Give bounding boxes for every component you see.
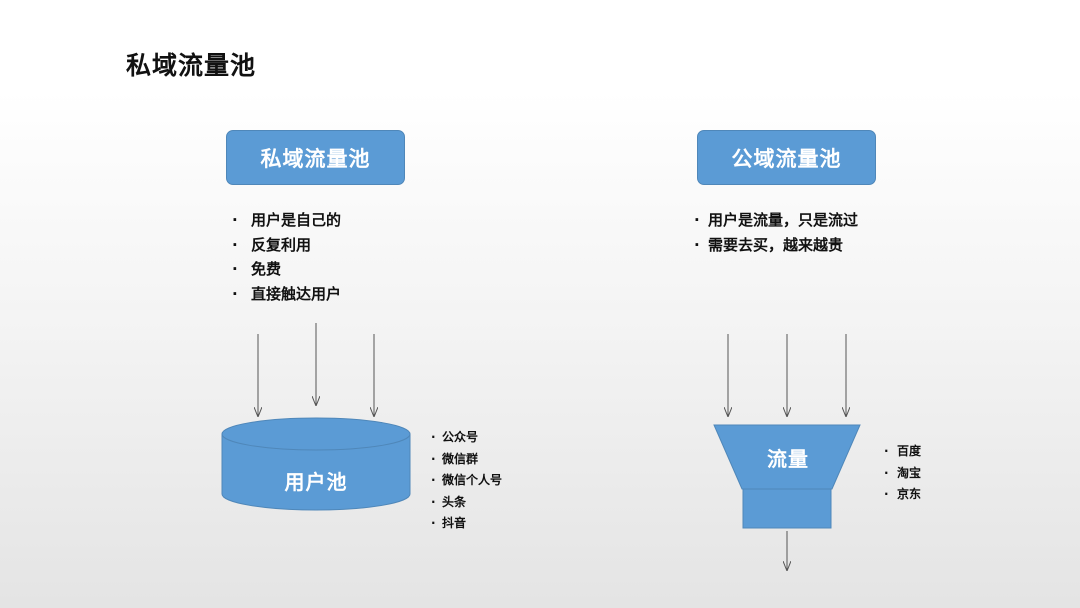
public-feature-item: 需要去买，越来越贵 (694, 233, 858, 258)
private-channel-item: 微信个人号 (431, 470, 502, 492)
private-channel-item: 抖音 (431, 513, 502, 535)
public-channel-list: 百度 淘宝 京东 (884, 441, 921, 506)
private-channel-item: 公众号 (431, 427, 502, 449)
public-domain-heading: 公域流量池 (697, 130, 876, 185)
slide-title: 私域流量池 (126, 51, 257, 80)
private-feature-list: 用户是自己的 反复利用 免费 直接触达用户 (232, 208, 341, 306)
private-channel-list: 公众号 微信群 微信个人号 头条 抖音 (431, 427, 502, 535)
user-pool-cylinder (221, 417, 411, 511)
private-feature-item: 直接触达用户 (232, 282, 341, 307)
private-feature-item: 用户是自己的 (232, 208, 341, 233)
public-feature-list: 用户是流量，只是流过 需要去买，越来越贵 (694, 208, 858, 258)
public-channel-item: 京东 (884, 484, 921, 506)
private-domain-heading: 私域流量池 (226, 130, 405, 185)
private-feature-item: 免费 (232, 257, 341, 282)
traffic-funnel (713, 424, 861, 529)
public-channel-item: 百度 (884, 441, 921, 463)
user-pool-label: 用户池 (284, 470, 348, 494)
private-channel-item: 微信群 (431, 449, 502, 471)
public-feature-item: 用户是流量，只是流过 (694, 208, 858, 233)
private-channel-item: 头条 (431, 492, 502, 514)
public-channel-item: 淘宝 (884, 463, 921, 485)
private-feature-item: 反复利用 (232, 233, 341, 258)
traffic-funnel-label: 流量 (767, 447, 809, 471)
